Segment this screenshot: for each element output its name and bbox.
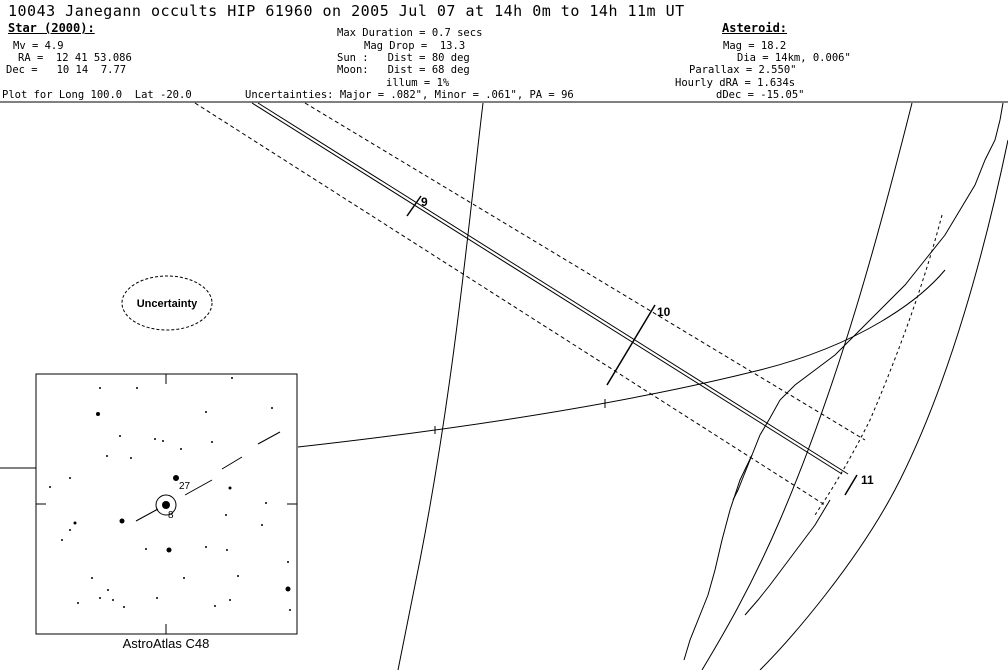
time-label-11: 11 [861,473,874,487]
time-tick-9 [406,195,422,217]
star-heading: Star (2000): [8,21,95,35]
coastline-lower [744,499,831,616]
field-stars [49,377,291,611]
path-limit-south [194,102,826,506]
inset-track-4 [257,431,281,445]
path-limit-north [304,102,866,441]
coastline-left [683,454,753,661]
time-label-10: 10 [657,305,671,319]
time-tick-10 [606,304,656,386]
uncertainties: Uncertainties: Major = .082", Minor = .0… [245,89,574,101]
star-dec: Dec = 10 14 7.77 [6,64,127,76]
uncertainty-ellipse [121,275,213,331]
time-label-9: 9 [421,195,428,209]
time-tick-11 [844,474,858,496]
star-mv: Mv = 4.9 [13,40,64,52]
coastline-upper [732,102,1004,501]
limb-line-inner [759,139,1008,670]
max-duration: Max Duration = 0.7 secs [337,27,483,39]
asteroid-mag: Mag = 18.2 [723,40,787,52]
latitude-curve [297,269,946,448]
asteroid-heading: Asteroid: [722,21,788,35]
asteroid-dia: Dia = 14km, 0.006" [737,52,851,64]
inset-caption: AstroAtlas C48 [123,636,210,651]
inset-track-2 [184,479,213,496]
inset-track-3 [221,456,243,470]
asteroid-ddec: dDec = -15.05" [716,89,805,101]
inset-label-27: 27 [179,481,191,492]
moon-dist: Moon: Dist = 68 deg [337,64,470,76]
limb-line-outer [701,102,913,670]
plot-location: Plot for Long 100.0 Lat -20.0 [2,89,192,101]
uncertainty-label: Uncertainty [137,298,198,310]
path-centre-line-a [251,102,843,475]
limb-dashed-line [814,214,943,516]
meridian-line [397,102,484,670]
target-star-ring [155,494,177,516]
path-centre-line-b [257,102,849,475]
target-star [162,501,170,509]
inset-track-1 [135,508,159,522]
sun-dist: Sun : Dist = 80 deg [337,52,470,64]
moon-illum: illum = 1% [386,77,450,89]
asteroid-hourly-dra: Hourly dRA = 1.634s [675,77,796,89]
asteroid-parallax: Parallax = 2.550" [689,64,797,76]
page-title: 10043 Janegann occults HIP 61960 on 2005… [8,2,685,20]
mag-drop: Mag Drop = 13.3 [364,40,466,52]
inset-label-8: 8 [168,510,174,521]
star-ra: RA = 12 41 53.086 [18,52,132,64]
